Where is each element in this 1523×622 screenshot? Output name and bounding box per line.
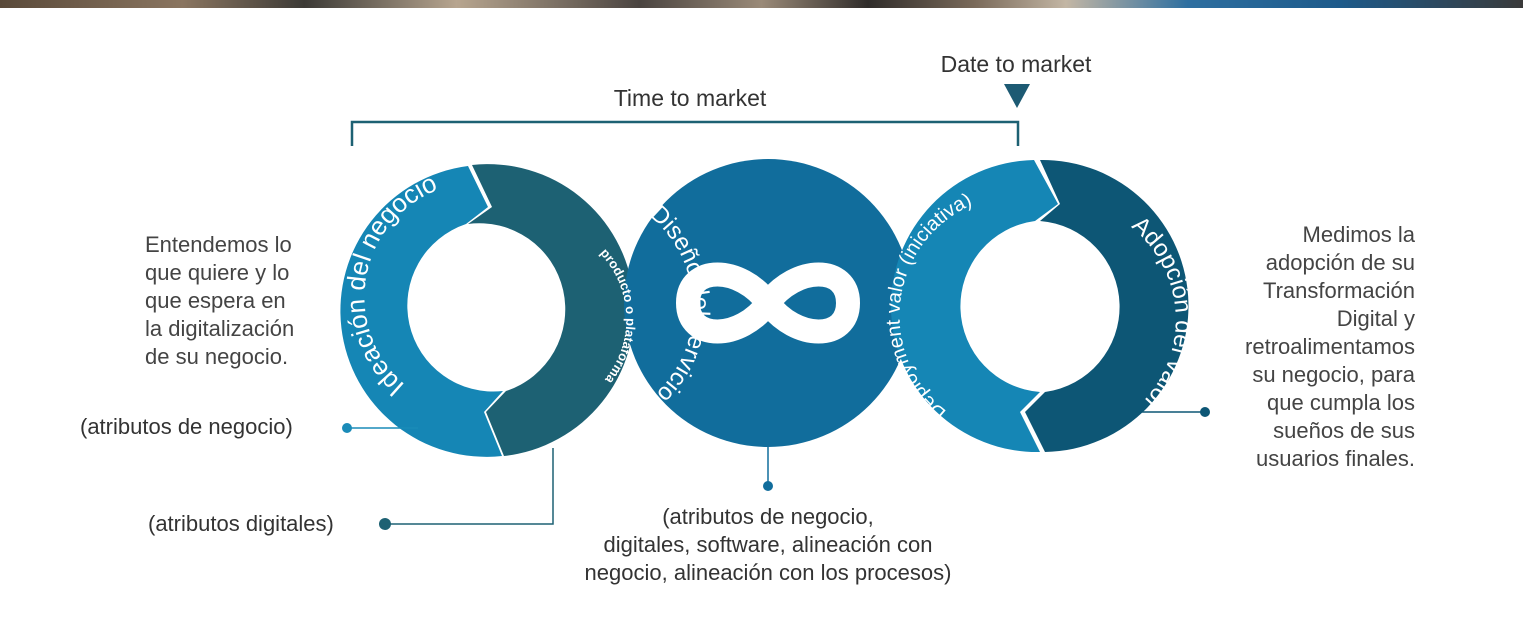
- atributos-digitales-label: (atributos digitales): [148, 511, 334, 536]
- diseno-segment: [468, 164, 635, 457]
- left-description-line: que espera en: [145, 288, 286, 313]
- atributos-combinados-line: negocio, alineación con los procesos): [585, 560, 952, 585]
- left-description-line: de su negocio.: [145, 344, 288, 369]
- left-description-line: la digitalización: [145, 316, 294, 341]
- right-description-line: retroalimentamos: [1245, 334, 1415, 359]
- right-description-line: Medimos la: [1303, 222, 1416, 247]
- date-to-market-label: Date to market: [941, 51, 1092, 77]
- callout-atributos-combinados: (atributos de negocio, digitales, softwa…: [585, 447, 952, 585]
- right-description-line: Transformación: [1263, 278, 1415, 303]
- left-ring: [340, 164, 635, 457]
- infinity-icon: [676, 262, 860, 344]
- right-ring: [890, 159, 1189, 453]
- atributos-negocio-label: (atributos de negocio): [80, 414, 293, 439]
- right-description-line: adopción de su: [1266, 250, 1415, 275]
- time-to-market-bracket: [350, 120, 1020, 146]
- deployment-segment: [890, 160, 1058, 453]
- right-description-line: su negocio, para: [1252, 362, 1415, 387]
- callout-atributos-negocio: (atributos de negocio): [80, 414, 418, 439]
- ideacion-segment: [340, 166, 503, 457]
- right-description-line: sueños de sus: [1273, 418, 1415, 443]
- atributos-combinados-line: (atributos de negocio,: [662, 504, 874, 529]
- left-description-line: Entendemos lo: [145, 232, 292, 257]
- time-to-market-label: Time to market: [614, 85, 767, 111]
- right-description-line: Digital y: [1337, 306, 1415, 331]
- date-marker-triangle: [1004, 84, 1030, 108]
- right-description-line: usuarios finales.: [1256, 446, 1415, 471]
- callout-atributos-digitales: (atributos digitales): [148, 448, 554, 536]
- right-description: Medimos la adopción de su Transformación…: [1245, 222, 1416, 471]
- adopcion-segment: [1025, 159, 1189, 452]
- callout-right: [1135, 407, 1210, 417]
- left-description-line: que quiere y lo: [145, 260, 289, 285]
- right-description-line: que cumpla los: [1267, 390, 1415, 415]
- left-description: Entendemos lo que quiere y lo que espera…: [145, 232, 294, 369]
- header-photo-strip: [0, 0, 1523, 8]
- atributos-combinados-line: digitales, software, alineación con: [604, 532, 933, 557]
